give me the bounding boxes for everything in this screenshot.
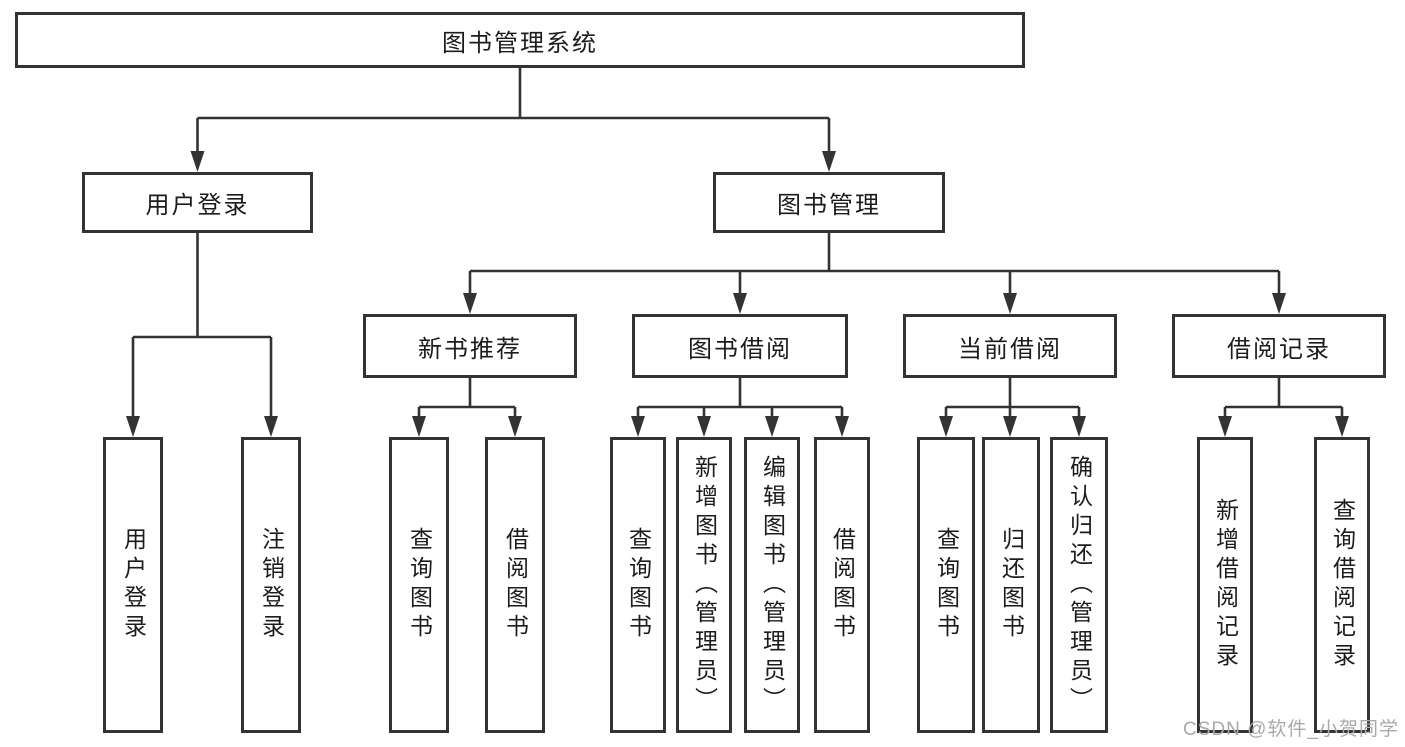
- leaf-add-books-admin-label: 新增图书（管理员）: [691, 454, 718, 716]
- node-user-login: 用户登录: [82, 172, 313, 233]
- leaf-add-books-admin: 新增图书（管理员）: [676, 437, 732, 733]
- node-book-management-label: 图书管理: [777, 192, 881, 219]
- leaf-user-login: 用户登录: [103, 437, 163, 733]
- node-book-borrow: 图书借阅: [632, 314, 848, 378]
- leaf-add-borrow-record: 新增借阅记录: [1197, 437, 1253, 733]
- leaf-add-borrow-record-label: 新增借阅记录: [1212, 498, 1239, 672]
- leaf-confirm-return-admin-label: 确认归还（管理员）: [1066, 454, 1093, 716]
- node-book-management: 图书管理: [713, 172, 945, 233]
- leaf-query-books-borrow-label: 查询图书: [625, 527, 652, 643]
- node-borrow-records: 借阅记录: [1172, 314, 1386, 378]
- tree-edges: [131, 68, 1344, 419]
- node-borrow-records-label: 借阅记录: [1227, 335, 1331, 363]
- node-book-borrow-label: 图书借阅: [688, 335, 792, 363]
- node-new-book-recommend-label: 新书推荐: [418, 335, 522, 363]
- node-new-book-recommend: 新书推荐: [363, 314, 577, 378]
- node-root-system-label: 图书管理系统: [442, 29, 598, 57]
- leaf-query-books-borrow: 查询图书: [610, 437, 666, 733]
- node-current-borrow: 当前借阅: [903, 314, 1117, 378]
- leaf-confirm-return-admin: 确认归还（管理员）: [1050, 437, 1108, 733]
- leaf-query-books-recommend: 查询图书: [389, 437, 449, 733]
- leaf-query-books-current: 查询图书: [917, 437, 975, 733]
- leaf-logout-label: 注销登录: [258, 527, 285, 643]
- leaf-logout: 注销登录: [241, 437, 301, 733]
- csdn-watermark: CSDN @软件_小贺同学: [1183, 719, 1399, 740]
- node-user-login-label: 用户登录: [145, 192, 250, 219]
- leaf-query-borrow-record-label: 查询借阅记录: [1329, 498, 1356, 672]
- leaf-borrow-books: 借阅图书: [814, 437, 870, 733]
- leaf-query-books-current-label: 查询图书: [933, 527, 960, 643]
- node-current-borrow-label: 当前借阅: [958, 335, 1062, 363]
- leaf-return-books: 归还图书: [982, 437, 1040, 733]
- node-root-system: 图书管理系统: [15, 12, 1025, 68]
- leaf-query-books-recommend-label: 查询图书: [406, 527, 433, 643]
- leaf-borrow-books-recommend-label: 借阅图书: [502, 527, 529, 643]
- leaf-edit-books-admin-label: 编辑图书（管理员）: [759, 454, 786, 716]
- leaf-query-borrow-record: 查询借阅记录: [1314, 437, 1370, 733]
- leaf-borrow-books-recommend: 借阅图书: [485, 437, 545, 733]
- leaf-borrow-books-label: 借阅图书: [829, 527, 856, 643]
- arrowheads: [126, 151, 1349, 437]
- leaf-edit-books-admin: 编辑图书（管理员）: [744, 437, 800, 733]
- leaf-return-books-label: 归还图书: [998, 527, 1025, 643]
- leaf-user-login-label: 用户登录: [120, 527, 147, 643]
